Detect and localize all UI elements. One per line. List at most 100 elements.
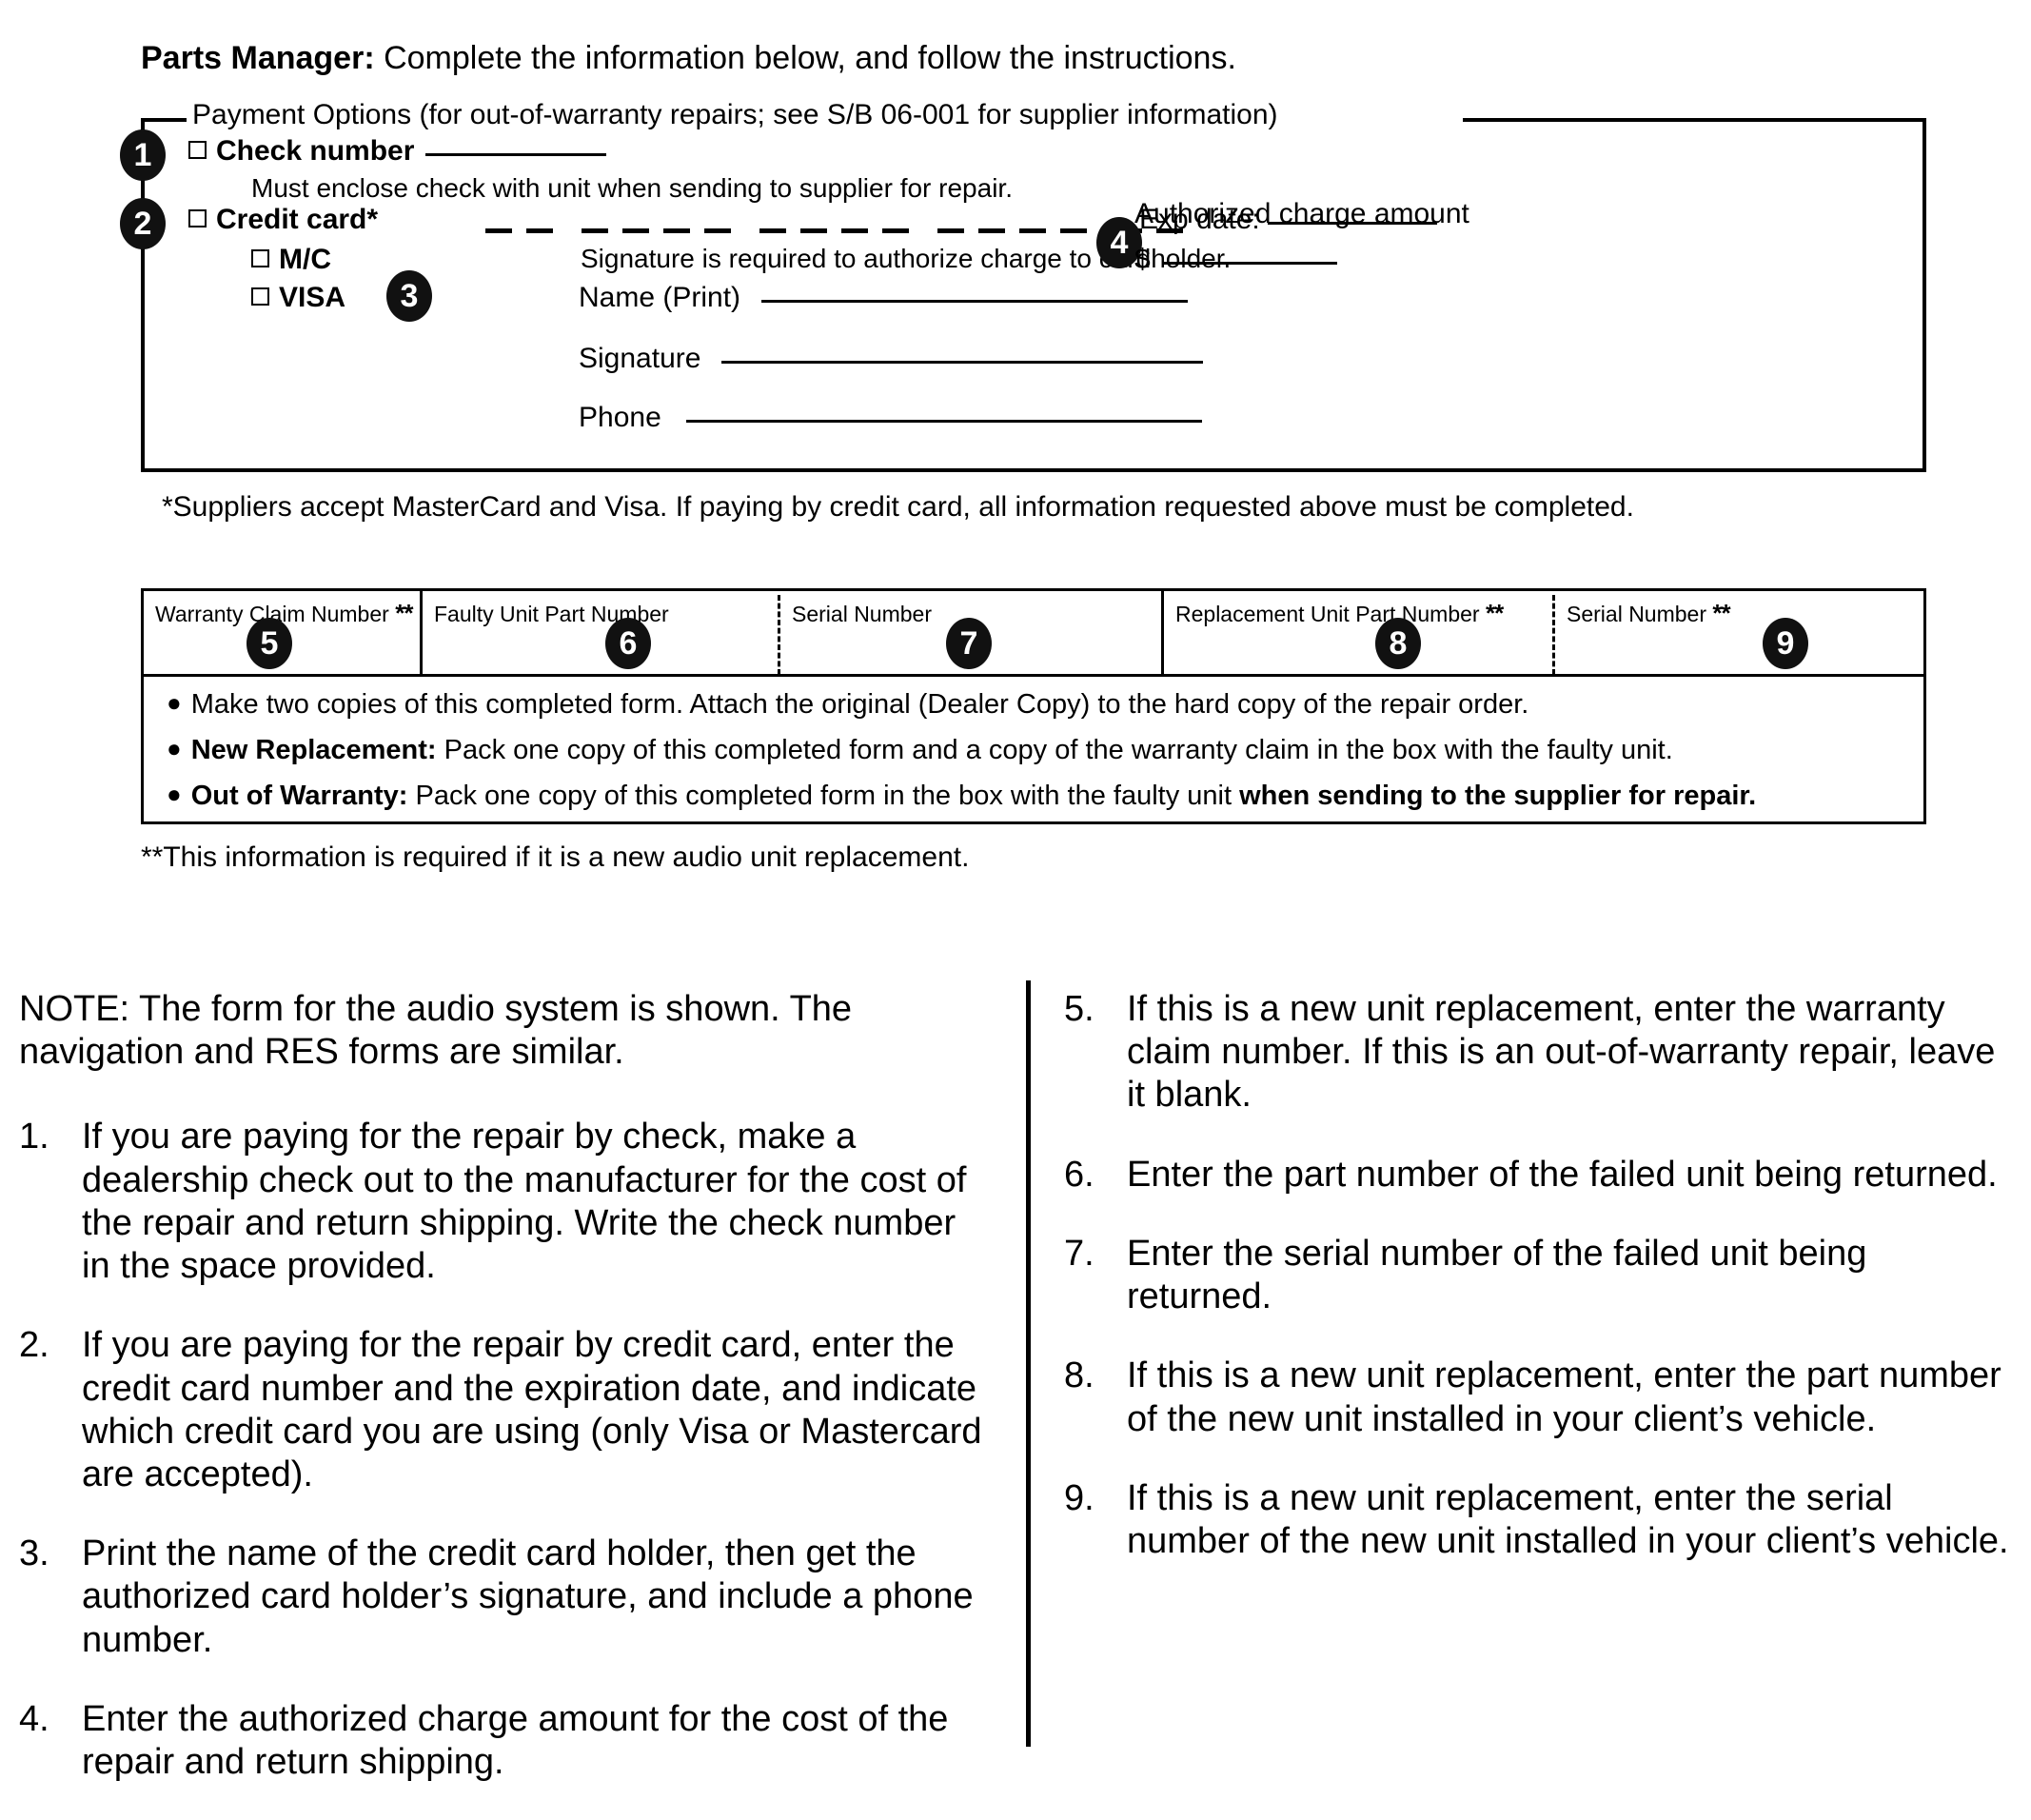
dollar-sign: $ [1134, 244, 1151, 275]
table-divider-solid [420, 591, 423, 677]
step-badge-6: 6 [605, 618, 651, 669]
table-column-warranty-claim-number[interactable]: Warranty Claim Number ** 5 [144, 591, 420, 677]
instruction-item-3: 3.Print the name of the credit card hold… [19, 1533, 990, 1662]
table-header-row: Warranty Claim Number ** 5 Faulty Unit P… [144, 591, 1923, 677]
instruction-item-5: 5. If this is a new unit replacement, ent… [1064, 988, 2016, 1118]
check-note: Must enclose check with unit when sendin… [251, 173, 1013, 203]
bullet-dot-icon: ● [167, 734, 182, 762]
table-column-serial-number-replacement[interactable]: Serial Number ** 9 [1555, 591, 1923, 677]
instruction-number: 4. [19, 1698, 49, 1739]
instruction-text: Enter the serial number of the failed un… [1127, 1233, 1867, 1317]
page-title: Parts Manager: Complete the information … [141, 40, 1236, 77]
table-instructions-list: ● Make two copies of this completed form.… [144, 677, 1923, 825]
instructions-right-column: 5. If this is a new unit replacement, ent… [1064, 988, 2016, 1599]
instructions-left-column: NOTE: The form for the audio system is s… [19, 988, 990, 1820]
phone-row: Phone [579, 402, 1202, 434]
name-print-input-line[interactable] [761, 300, 1189, 303]
cc-dash [841, 228, 868, 233]
instruction-number: 6. [1064, 1154, 1094, 1195]
table-column-replacement-unit-part-number[interactable]: Replacement Unit Part Number ** 8 [1164, 591, 1552, 677]
name-print-label: Name (Print) [579, 282, 741, 313]
bullet-text: Pack one copy of this completed form in … [407, 781, 1240, 811]
visa-label: VISA [279, 282, 346, 313]
cc-dash [882, 228, 909, 233]
cc-dash [622, 228, 649, 233]
bullet-dot-icon: ● [167, 688, 182, 717]
instruction-number: 1. [19, 1117, 49, 1157]
instruction-text: If you are paying for the repair by cred… [82, 1325, 982, 1494]
cc-dash [800, 228, 827, 233]
bullet-text-bold: New Replacement: [190, 735, 437, 765]
cc-dash [1156, 228, 1183, 233]
table-column-label: Serial Number [792, 602, 932, 626]
cc-dash [663, 228, 690, 233]
bullet-dot-icon: ● [167, 780, 182, 808]
step-badge-1: 1 [120, 129, 166, 181]
bullet-text-bold: when sending to the supplier for repair. [1239, 781, 1757, 811]
cc-dash [1019, 228, 1046, 233]
instruction-text: If you are paying for the repair by chec… [82, 1117, 967, 1287]
instruction-number: 5. [1064, 989, 1094, 1029]
visa-checkbox[interactable] [251, 287, 269, 306]
step-badge-7: 7 [946, 618, 992, 669]
table-column-serial-number-faulty[interactable]: Serial Number 7 [780, 591, 1161, 677]
instruction-item-1: 1. If you are paying for the repair by ch… [19, 1116, 990, 1288]
instruction-item-7: 7. Enter the serial number of the failed … [1064, 1233, 2016, 1318]
cc-dash [937, 228, 964, 233]
instructions-note: NOTE: The form for the audio system is s… [19, 989, 853, 1073]
step-badge-3: 3 [386, 270, 432, 322]
payment-options-legend: Payment Options (for out-of-warranty rep… [188, 101, 1284, 129]
step-badge-8: 8 [1375, 618, 1421, 669]
suppliers-footnote: *Suppliers accept MasterCard and Visa. I… [162, 491, 1634, 523]
signature-input-line[interactable] [721, 361, 1204, 364]
cc-dash [1060, 228, 1087, 233]
audio-unit-footnote: **This information is required if it is … [141, 841, 970, 873]
instruction-item-6: 6.Enter the part number of the failed un… [1064, 1154, 2016, 1197]
authorized-charge-label: Authorized charge amount [1134, 198, 1469, 229]
instruction-item-4: 4.Enter the authorized charge amount for… [19, 1698, 990, 1784]
bullet-text: Pack one copy of this completed form and… [436, 735, 1673, 765]
footnote-stars: ** [395, 599, 413, 627]
phone-input-line[interactable] [685, 420, 1202, 423]
fieldset-border-right-segment [1463, 118, 1926, 122]
signature-label: Signature [579, 343, 701, 374]
check-number-input-line[interactable] [425, 153, 607, 156]
list-item: ● Make two copies of this completed form.… [167, 688, 1906, 721]
visa-row: VISA [251, 282, 345, 314]
credit-card-number-input[interactable] [485, 228, 1197, 233]
check-number-row: Check number [188, 135, 607, 168]
instruction-number: 3. [19, 1533, 49, 1574]
step-badge-5: 5 [246, 618, 292, 669]
table-divider-dashed [1552, 595, 1555, 675]
instruction-item-8: 8.If this is a new unit replacement, ent… [1064, 1355, 2016, 1440]
exp-date-label: Exp date: [1139, 204, 1260, 235]
instruction-number: 9. [1064, 1477, 1094, 1518]
mc-checkbox[interactable] [251, 249, 269, 267]
instruction-number: 2. [19, 1325, 49, 1366]
cc-dash [759, 228, 786, 233]
authorized-charge-row: $ [1134, 244, 1337, 276]
check-number-checkbox[interactable] [188, 141, 207, 159]
table-column-label: Replacement Unit Part Number ** [1175, 599, 1504, 627]
list-item: ● New Replacement: Pack one copy of this … [167, 734, 1906, 766]
exp-date-input-line[interactable] [1267, 222, 1437, 225]
column-divider [1026, 980, 1031, 1747]
table-column-label: Serial Number ** [1567, 599, 1731, 627]
authorized-charge-input-line[interactable] [1163, 262, 1337, 265]
signature-row: Signature [579, 343, 1204, 375]
mc-label: M/C [279, 244, 331, 275]
step-badge-9: 9 [1763, 618, 1808, 669]
cc-dash [704, 228, 731, 233]
check-number-label: Check number [216, 135, 415, 167]
exp-date-row: Exp date: [1139, 204, 1437, 236]
mc-row: M/C [251, 244, 331, 276]
credit-card-label: Credit card* [216, 204, 379, 235]
instruction-number: 7. [1064, 1233, 1094, 1274]
cc-dash [978, 228, 1005, 233]
bullet-text-bold: Out of Warranty: [190, 781, 408, 811]
table-column-faulty-unit-part-number[interactable]: Faulty Unit Part Number 6 [423, 591, 778, 677]
instruction-text: If this is a new unit replacement, enter… [1127, 989, 1996, 1116]
unit-info-table: Warranty Claim Number ** 5 Faulty Unit P… [141, 588, 1926, 824]
credit-card-checkbox[interactable] [188, 209, 207, 228]
bullet-text: Make two copies of this completed form. … [190, 689, 1529, 720]
